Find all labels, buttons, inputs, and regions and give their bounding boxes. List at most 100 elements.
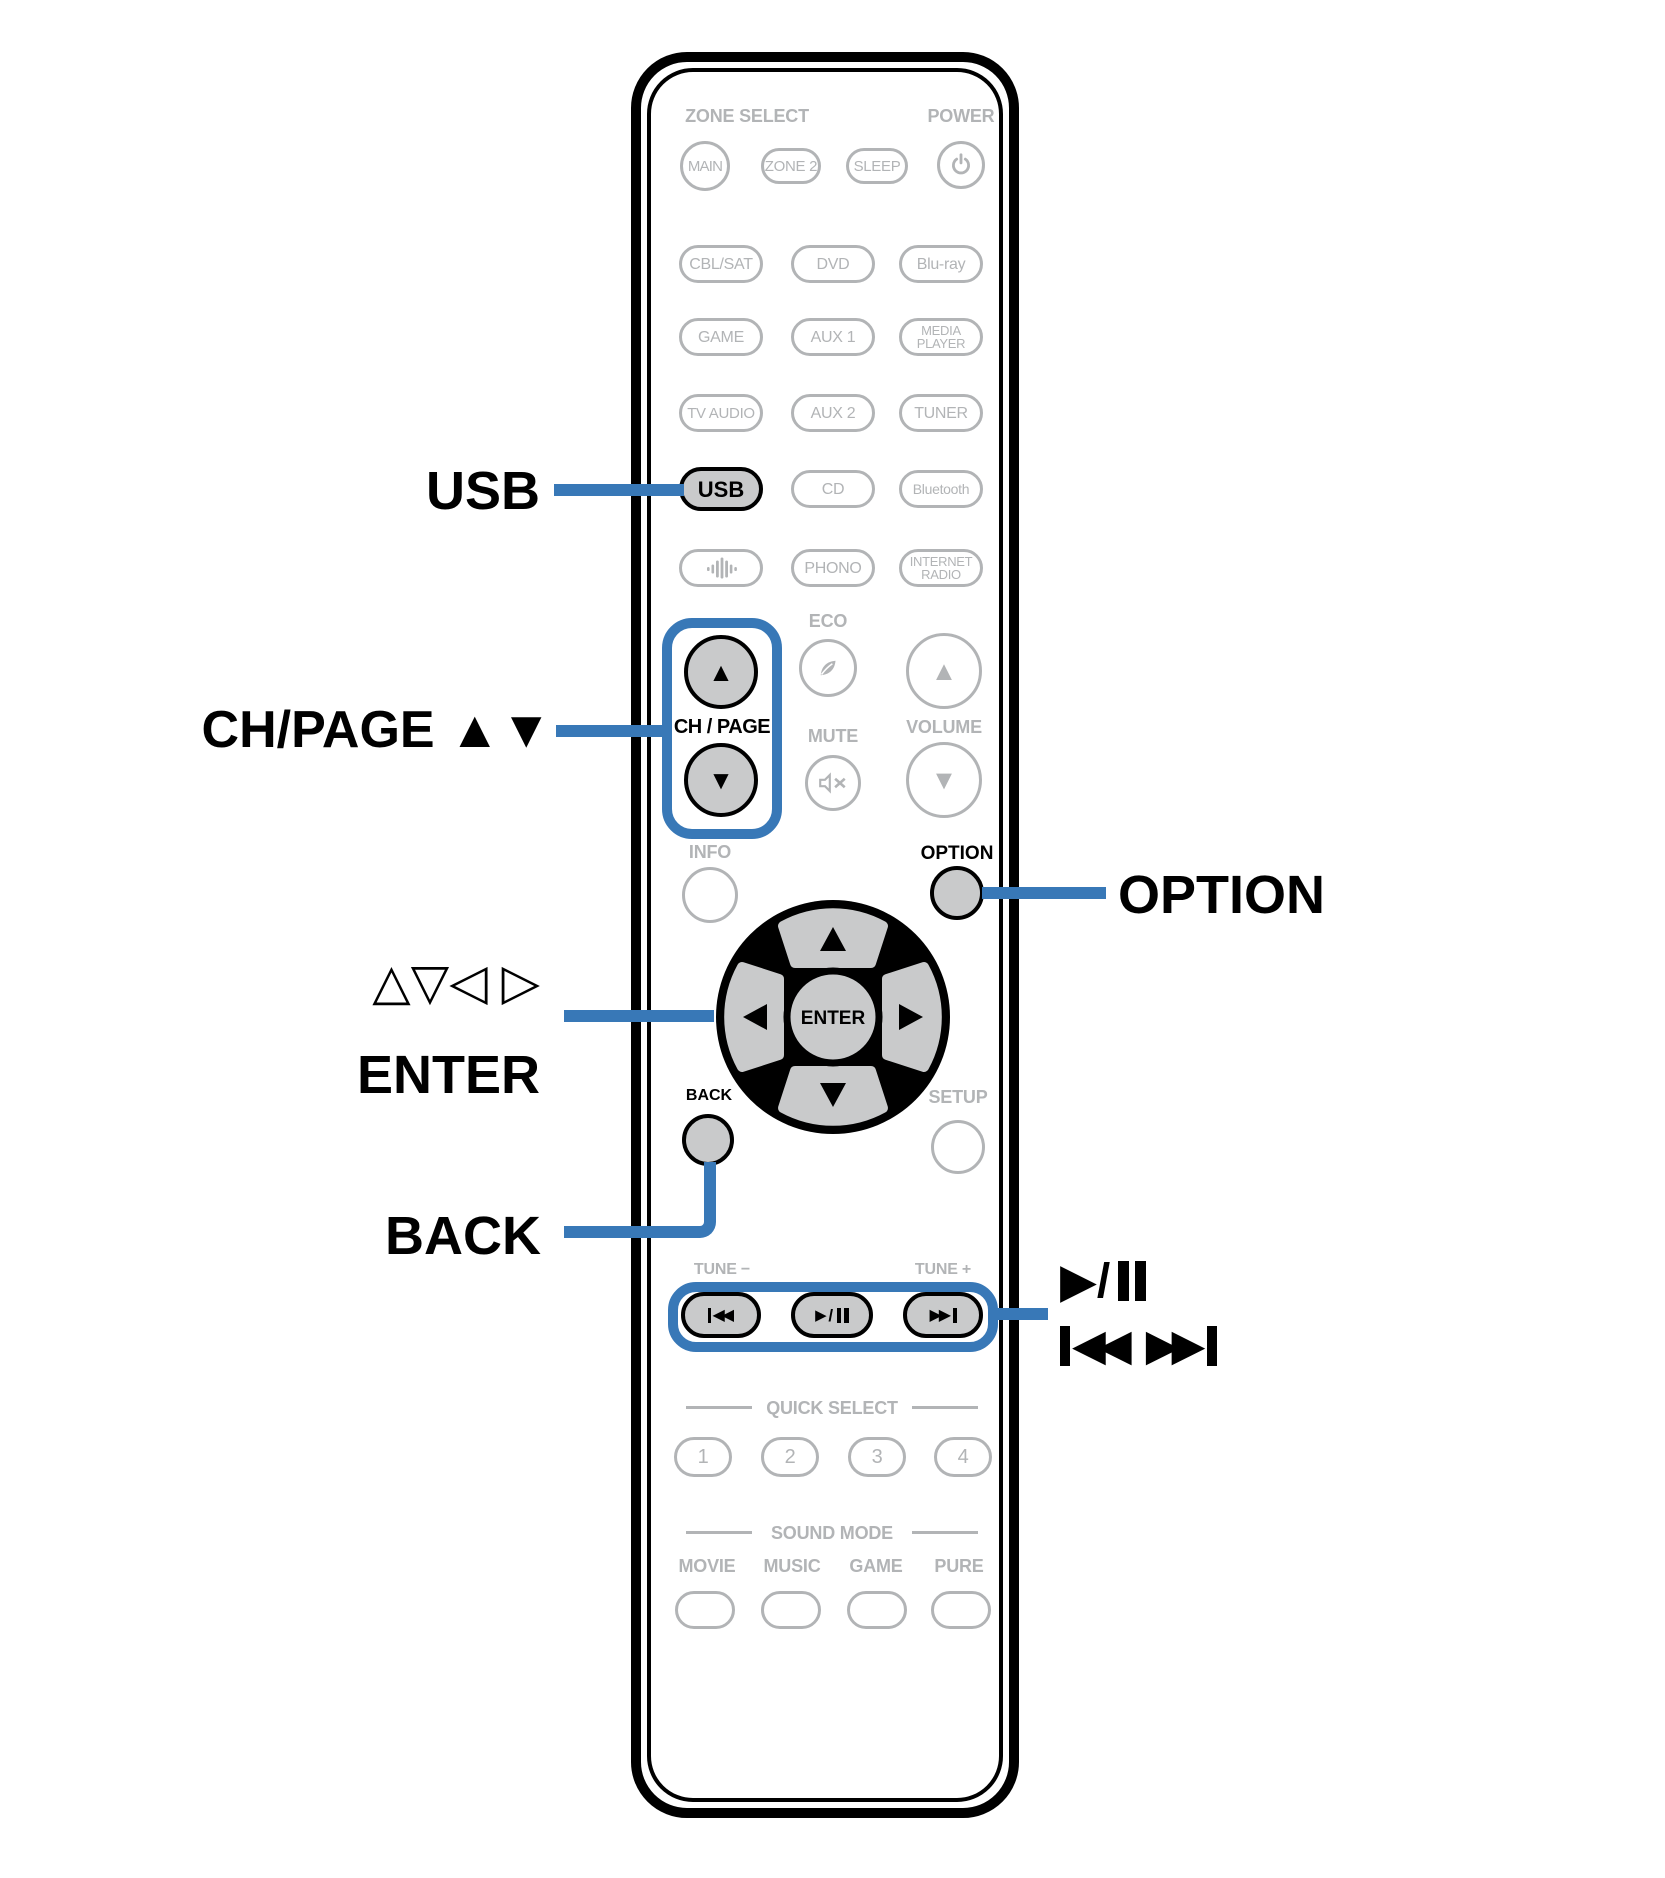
internet-radio-button[interactable]: INTERNET RADIO — [899, 549, 983, 587]
quick-select-1-button[interactable]: 1 — [674, 1437, 732, 1477]
music-button[interactable] — [761, 1591, 821, 1629]
left-arrow-icon — [743, 1004, 767, 1030]
callout-option: OPTION — [1118, 865, 1326, 925]
movie-label: MOVIE — [678, 1556, 736, 1576]
pure-button[interactable] — [931, 1591, 991, 1629]
pause-icon — [836, 1307, 849, 1323]
quick-select-rule-left — [686, 1406, 752, 1409]
power-button[interactable] — [937, 141, 985, 189]
music-label: MUSIC — [763, 1556, 821, 1576]
eco-button[interactable] — [799, 639, 857, 697]
callout-enter: ENTER — [356, 1045, 540, 1105]
skip-back-glyph: ◀◀ — [1072, 1321, 1132, 1370]
sound-mode-rule-right — [912, 1531, 978, 1534]
aux1-button[interactable]: AUX 1 — [791, 318, 875, 356]
skip-fwd-bar-glyph — [1207, 1325, 1218, 1366]
cursor-down-button — [778, 1066, 888, 1126]
ch-page-up-button[interactable]: ▲ — [684, 635, 758, 709]
blu-ray-button[interactable]: Blu-ray — [899, 245, 983, 283]
skip-forward-bar-icon — [953, 1307, 957, 1323]
volume-up-button[interactable]: ▲ — [906, 633, 982, 709]
waveform-icon — [707, 557, 737, 579]
setup-label: SETUP — [928, 1087, 988, 1107]
callout-line-ch-page — [556, 725, 664, 737]
transport-highlight — [668, 1282, 998, 1352]
cursor-up-button — [778, 908, 888, 968]
network-audio-button[interactable] — [679, 549, 763, 587]
setup-button[interactable] — [931, 1120, 985, 1174]
bluetooth-button[interactable]: Bluetooth — [899, 470, 983, 508]
callout-back: BACK — [385, 1206, 541, 1266]
movie-button[interactable] — [675, 1591, 735, 1629]
mute-label: MUTE — [807, 726, 859, 746]
skip-back-button[interactable]: ◀◀ — [681, 1292, 761, 1338]
tuner-button[interactable]: TUNER — [899, 394, 983, 432]
ch-page-down-button[interactable]: ▼ — [684, 743, 758, 817]
game-label: GAME — [849, 1556, 903, 1576]
dvd-button[interactable]: DVD — [791, 245, 875, 283]
quick-select-rule-right — [912, 1406, 978, 1409]
mute-icon — [819, 772, 846, 794]
info-label: INFO — [688, 842, 732, 862]
quick-select-4-button[interactable]: 4 — [934, 1437, 992, 1477]
eco-leaf-icon — [820, 660, 836, 676]
callout-line-usb — [554, 484, 684, 496]
cd-button[interactable]: CD — [791, 470, 875, 508]
callout-line-cursor-enter — [564, 1010, 714, 1022]
sleep-button[interactable]: SLEEP — [846, 148, 908, 184]
main-zone-button[interactable]: MAIN — [680, 141, 730, 191]
ch-page-highlight — [662, 618, 782, 839]
aux2-button[interactable]: AUX 2 — [791, 394, 875, 432]
sound-mode-label: SOUND MODE — [770, 1523, 893, 1543]
up-arrow-icon — [820, 927, 846, 951]
volume-down-button[interactable]: ▼ — [906, 742, 982, 818]
skip-forward-button[interactable]: ▶▶ — [903, 1292, 983, 1338]
tune-plus-label: TUNE + — [914, 1261, 972, 1278]
callout-play-pause: ▶/ — [1060, 1253, 1147, 1309]
enter-button — [783, 967, 883, 1067]
callout-cursor: △▽◁ ▷ — [372, 954, 540, 1010]
pause-glyph — [1118, 1261, 1147, 1301]
power-label: POWER — [927, 106, 995, 126]
skip-forward-arrows-icon: ▶▶ — [929, 1306, 951, 1324]
callout-line-back — [564, 1162, 716, 1238]
callout-line-transport — [992, 1308, 1048, 1320]
quick-select-3-button[interactable]: 3 — [848, 1437, 906, 1477]
callout-usb: USB — [425, 461, 540, 521]
skip-back-arrows-icon: ◀◀ — [712, 1306, 734, 1324]
back-button[interactable] — [682, 1114, 734, 1166]
zone2-button[interactable]: ZONE 2 — [761, 148, 821, 184]
tv-audio-button[interactable]: TV AUDIO — [679, 394, 763, 432]
power-icon — [952, 153, 970, 175]
sound-mode-rule-left — [686, 1531, 752, 1534]
phono-button[interactable]: PHONO — [791, 549, 875, 587]
play-pause-button[interactable]: ▶/ — [791, 1292, 873, 1338]
eco-label: ECO — [808, 611, 848, 631]
cursor-right-button — [882, 962, 942, 1072]
skip-fwd-glyph: ▶▶ — [1145, 1321, 1206, 1370]
zone-select-label: ZONE SELECT — [685, 106, 809, 126]
enter-button-label: ENTER — [801, 1008, 866, 1029]
usb-button[interactable]: USB — [679, 467, 763, 511]
callout-skip: ◀◀ ▶▶ — [1060, 1320, 1218, 1371]
game-button[interactable]: GAME — [679, 318, 763, 356]
info-button[interactable] — [682, 867, 738, 923]
cbl-sat-button[interactable]: CBL/SAT — [679, 245, 763, 283]
skip-back-bar-glyph — [1060, 1325, 1070, 1366]
cursor-pad[interactable]: ENTER — [713, 897, 953, 1137]
callout-line-option — [982, 887, 1106, 899]
back-button-label: BACK — [685, 1087, 733, 1104]
game-mode-button[interactable] — [847, 1591, 907, 1629]
skip-back-bar-icon — [707, 1307, 712, 1323]
quick-select-label: QUICK SELECT — [766, 1398, 898, 1418]
volume-label: VOLUME — [906, 717, 982, 737]
tune-minus-label: TUNE − — [693, 1261, 751, 1278]
quick-select-2-button[interactable]: 2 — [761, 1437, 819, 1477]
mute-button[interactable] — [805, 755, 861, 811]
right-arrow-icon — [899, 1004, 923, 1030]
option-button[interactable] — [930, 866, 984, 920]
pure-label: PURE — [934, 1556, 984, 1576]
ch-page-label: CH / PAGE — [673, 716, 771, 738]
media-player-button[interactable]: MEDIA PLAYER — [899, 318, 983, 356]
